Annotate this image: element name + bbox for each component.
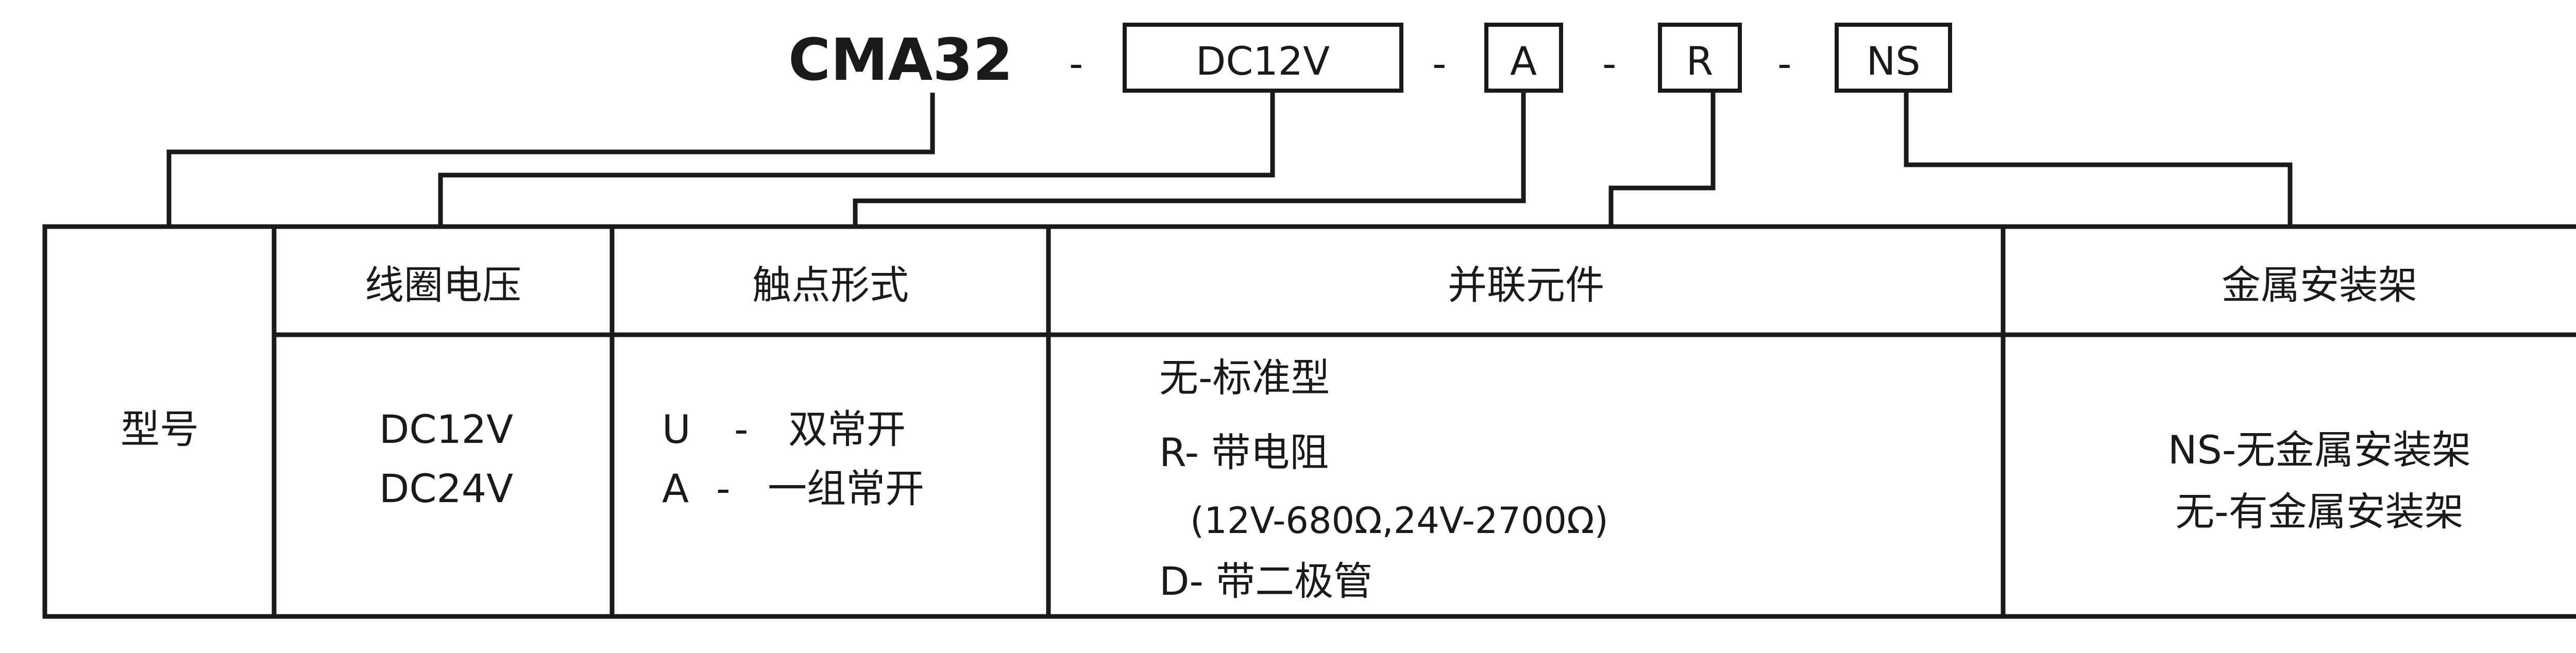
contact-code-2: A <box>662 466 689 511</box>
field-contact: A <box>1510 38 1537 84</box>
connector-bracket <box>1904 91 2293 227</box>
field-box-parallel <box>1658 23 1742 93</box>
header-mounting-bracket: 金属安装架 <box>2222 262 2417 308</box>
header-contact-form: 触点形式 <box>752 262 909 308</box>
separator-1: - <box>1069 41 1083 87</box>
contact-code-1: U <box>662 406 691 452</box>
bracket-option-none: 无-有金属安装架 <box>2175 489 2463 535</box>
model-code: CMA32 - DC12V - A - R - NS <box>788 23 1952 94</box>
connector-parallel <box>1608 91 1716 227</box>
separator-4: - <box>1777 41 1791 87</box>
field-parallel: R <box>1686 38 1714 84</box>
bracket-option-ns: NS-无金属安装架 <box>2168 427 2471 473</box>
coil-voltage-2: DC24V <box>379 466 513 511</box>
connector-lines <box>166 91 2293 227</box>
field-box-voltage <box>1123 23 1403 93</box>
contact-desc-1: 双常开 <box>788 406 906 452</box>
header-coil-voltage: 线圈电压 <box>365 262 521 308</box>
connector-voltage <box>438 91 1275 227</box>
separator-2: - <box>1432 41 1446 87</box>
header-parallel-element: 并联元件 <box>1448 262 1604 308</box>
connector-contact <box>853 91 1526 227</box>
contact-sep-1: - <box>734 406 748 452</box>
row-label-model: 型号 <box>121 406 199 452</box>
connector-model <box>166 93 935 227</box>
field-box-bracket <box>1835 23 1952 93</box>
parallel-option-resistor: R- 带电阻 <box>1159 429 1329 475</box>
spec-table: 型号 线圈电压 触点形式 并联元件 金属安装架 DC12V DC24V U - … <box>42 224 2576 619</box>
parallel-resistor-note: (12V-680Ω,24V-2700Ω) <box>1190 500 1608 542</box>
parallel-option-diode: D- 带二极管 <box>1159 558 1372 604</box>
parallel-option-none: 无-标准型 <box>1159 355 1330 401</box>
separator-3: - <box>1602 41 1616 87</box>
contact-desc-2: 一组常开 <box>768 466 924 511</box>
coil-voltage-1: DC12V <box>379 406 513 452</box>
field-bracket: NS <box>1866 38 1920 84</box>
field-voltage: DC12V <box>1196 38 1330 84</box>
model-name: CMA32 <box>788 27 1013 94</box>
table-border <box>42 224 2576 619</box>
contact-sep-2: - <box>716 466 730 511</box>
